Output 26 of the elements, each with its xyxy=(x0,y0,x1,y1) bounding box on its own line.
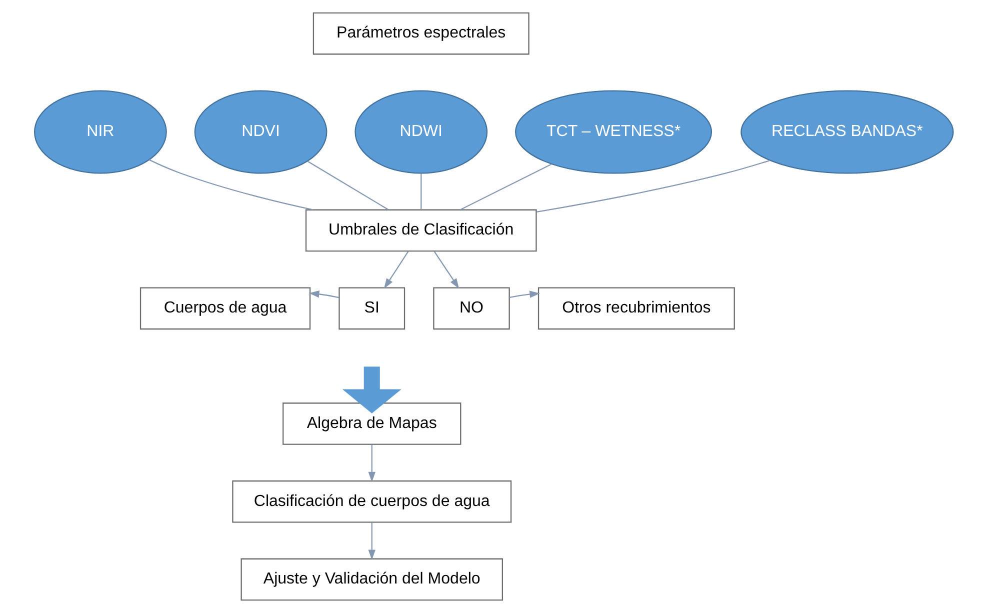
arrow xyxy=(342,366,402,414)
node-box: NO xyxy=(433,287,510,330)
node-box: Ajuste y Validación del Modelo xyxy=(240,558,503,601)
arrow xyxy=(308,290,339,298)
node-box: Cuerpos de agua xyxy=(140,287,311,330)
arrow xyxy=(384,251,409,289)
arrow xyxy=(509,290,540,298)
node-ellipse: NIR xyxy=(34,90,167,174)
connector xyxy=(307,160,389,210)
node-ellipse: NDVI xyxy=(194,90,328,174)
node-box: Otros recubrimientos xyxy=(538,287,735,330)
node-ellipse: TCT – WETNESS* xyxy=(515,90,712,174)
arrow xyxy=(434,251,460,289)
node-box: Clasificación de cuerpos de agua xyxy=(232,480,512,523)
node-box: SI xyxy=(338,287,406,330)
connector xyxy=(420,173,422,210)
arrow xyxy=(368,522,376,560)
connector xyxy=(460,164,552,210)
node-ellipse: RECLASS BANDAS* xyxy=(740,90,954,174)
arrow xyxy=(368,444,376,482)
node-ellipse: NDWI xyxy=(354,90,488,174)
connector xyxy=(536,160,770,212)
node-box: Umbrales de Clasificación xyxy=(305,209,537,252)
node-box: Algebra de Mapas xyxy=(282,402,462,445)
node-box: Parámetros espectrales xyxy=(312,12,530,55)
connector xyxy=(149,159,314,210)
